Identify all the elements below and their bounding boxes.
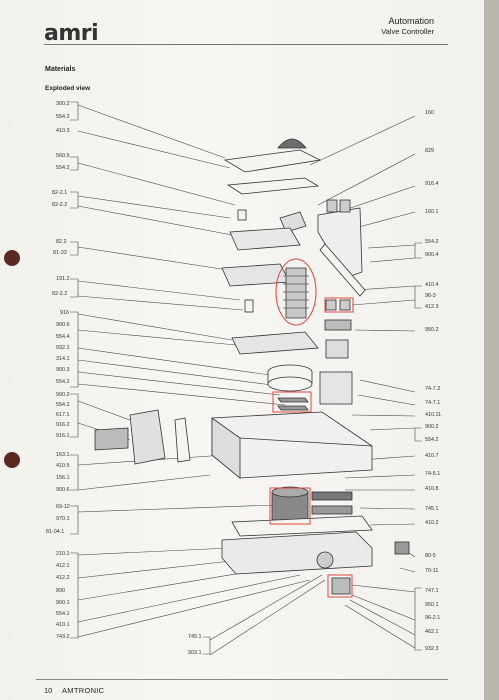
part-label: 560.5	[56, 153, 70, 159]
part-label: 747.1	[425, 588, 439, 594]
part-label: 829	[425, 148, 434, 154]
part-label: 81-04.1	[46, 529, 65, 535]
header-title: Automation	[388, 16, 434, 26]
part-label: 191.2	[56, 276, 70, 282]
part-label: 462.1	[425, 629, 439, 635]
amri-logo: amri	[44, 21, 99, 46]
part-label: 412.2	[56, 575, 70, 581]
part-label: 950.1	[425, 602, 439, 608]
part-label: 412.3	[425, 304, 439, 310]
document-page: amri Automation Valve Controller Materia…	[0, 0, 484, 700]
part-label: 554.2	[56, 165, 70, 171]
part-label: 160	[425, 110, 434, 116]
part-label: 900.6	[56, 322, 70, 328]
part-label: 96-3	[425, 293, 436, 299]
part-label: 82.2	[56, 239, 67, 245]
part-label: 74-5.1	[425, 471, 441, 477]
part-label: 410.8	[425, 486, 439, 492]
part-label: 554.2	[425, 239, 439, 245]
part-label: 80-5	[425, 553, 436, 559]
footer-rule	[36, 679, 448, 680]
part-label: 300.2	[56, 101, 70, 107]
part-label: 745.1	[425, 506, 439, 512]
part-label: 554.2	[56, 379, 70, 385]
part-label: 916	[60, 310, 69, 316]
punch-hole	[4, 250, 20, 266]
punch-hole	[4, 452, 20, 468]
exploded-view-diagram	[70, 101, 422, 656]
footer-brand: AMTRONIC	[62, 686, 105, 695]
part-label: 410.5	[56, 463, 70, 469]
part-label: 74-7.1	[425, 400, 441, 406]
section-title: Materials	[45, 66, 76, 73]
part-label: 156.1	[56, 475, 70, 481]
part-label: 890	[56, 588, 65, 594]
part-label: 96-2.1	[425, 615, 441, 621]
part-label: 554.2	[56, 114, 70, 120]
part-label: 82-2.2	[52, 202, 68, 208]
part-label: 410.4	[425, 282, 439, 288]
part-label: 970.1	[56, 516, 70, 522]
part-label: 554.2	[56, 402, 70, 408]
part-label: 410.3	[56, 128, 70, 134]
part-label: 554.1	[56, 611, 70, 617]
part-label: 210.1	[56, 551, 70, 557]
part-label: 410.1	[56, 622, 70, 628]
part-label: 82-2.2	[52, 291, 68, 297]
part-label: 410.11	[425, 412, 442, 418]
part-label: 410.7	[425, 453, 439, 459]
part-label: 900.6	[56, 487, 70, 493]
part-label: 554.4	[56, 334, 70, 340]
part-label: 163.1	[56, 452, 70, 458]
part-label: 916.4	[425, 181, 439, 187]
part-label: 950.2	[425, 327, 439, 333]
part-label: 900.3	[56, 367, 70, 373]
part-label: 932.3	[425, 646, 439, 652]
part-label: 916.2	[56, 422, 70, 428]
part-label: 69-12	[56, 504, 70, 510]
header-rule	[44, 44, 448, 45]
part-label: 412.1	[56, 563, 70, 569]
part-label: 160.1	[425, 209, 439, 215]
part-label: 70-11	[425, 568, 439, 574]
part-label: 900.1	[56, 600, 70, 606]
page-number: 10	[44, 686, 53, 695]
part-label: 410.2	[425, 520, 439, 526]
part-label: 81-33	[53, 250, 67, 256]
part-label: 745.1	[188, 634, 202, 640]
part-label: 74-7.2	[425, 386, 441, 392]
part-label: 314.1	[56, 356, 70, 362]
subsection-title: Exploded view	[45, 85, 91, 92]
part-label: 554.2	[425, 437, 439, 443]
part-label: 990.2	[56, 392, 70, 398]
part-label: 617.1	[56, 412, 70, 418]
part-label: 900.4	[425, 252, 439, 258]
part-label: 916.1	[56, 433, 70, 439]
part-label: 82-2.1	[52, 190, 68, 196]
part-label: 932.1	[56, 345, 70, 351]
part-label: 743.2	[56, 634, 70, 640]
part-label: 900.2	[425, 424, 439, 430]
header-subtitle: Valve Controller	[381, 27, 434, 36]
part-label: 903.1	[188, 650, 202, 656]
